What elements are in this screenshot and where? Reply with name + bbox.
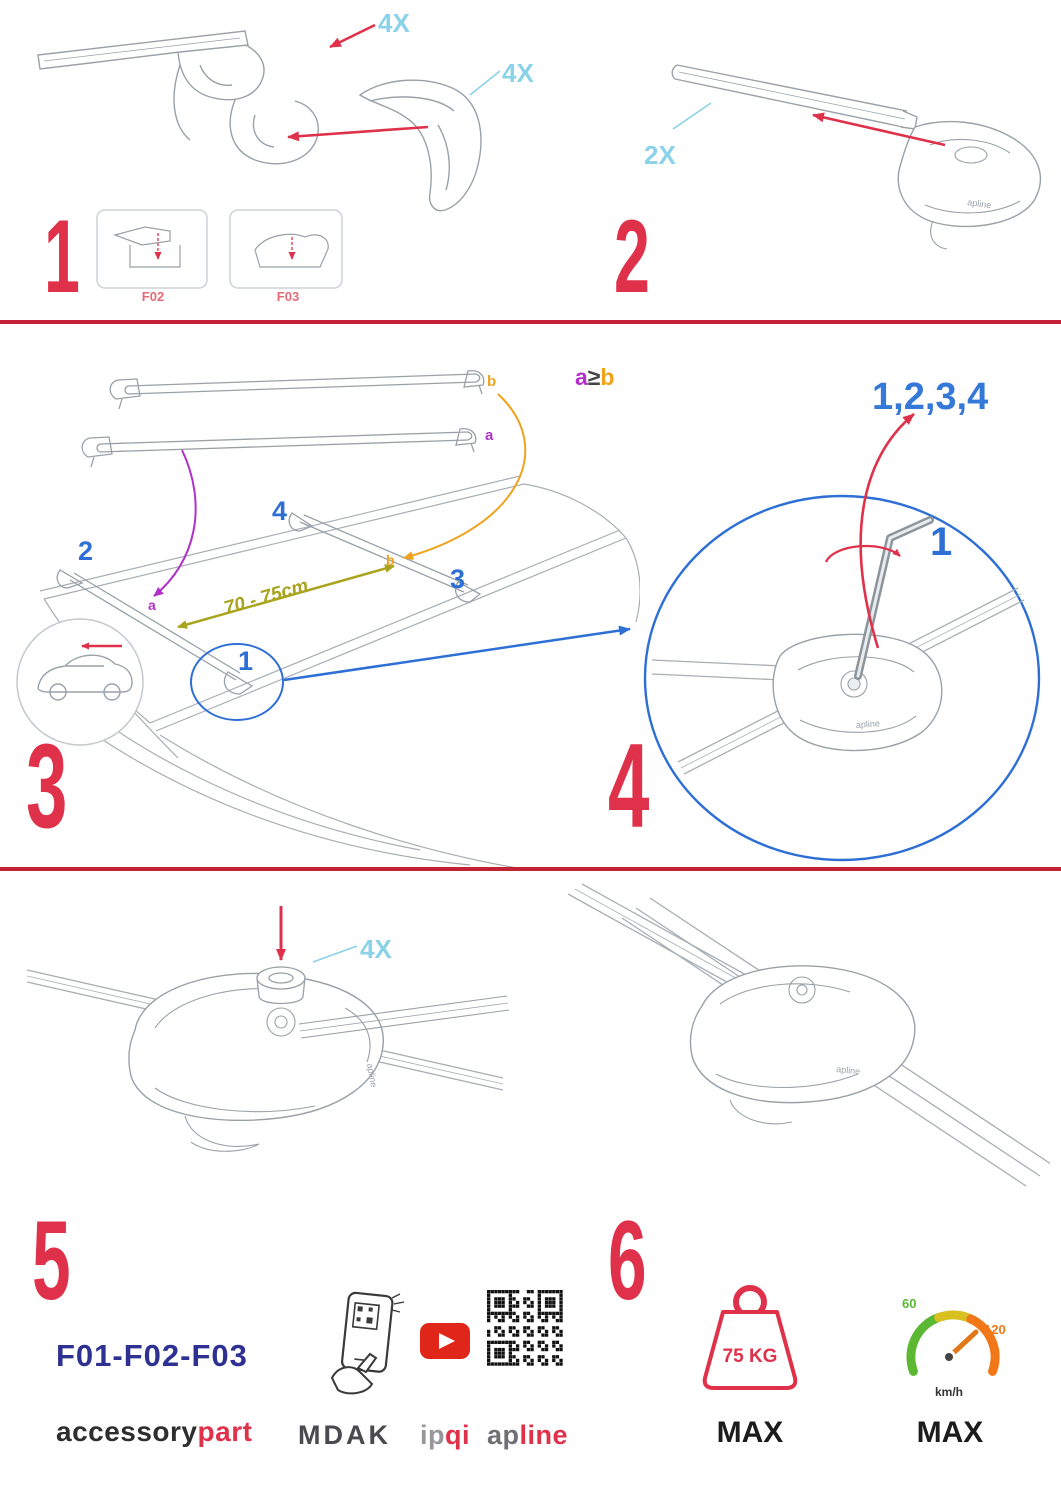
max-speed-label: MAX <box>916 1416 984 1449</box>
step5-diagram: apline <box>26 906 510 1152</box>
brand-apline: apline <box>487 1422 568 1449</box>
bar-b-label: b <box>487 373 497 390</box>
position-3: 3 <box>450 564 466 594</box>
divider-top <box>0 320 1061 324</box>
position-2: 2 <box>78 536 94 566</box>
step5-qty: 4X <box>360 934 392 964</box>
qr-code <box>486 1289 564 1367</box>
bar-a-label: a <box>485 427 494 444</box>
step6-diagram: apline <box>567 883 1050 1187</box>
brand-ip: ip <box>420 1420 445 1450</box>
position-1: 1 <box>238 646 254 676</box>
tighten-sequence: 1,2,3,4 <box>872 376 989 418</box>
roof-b-label: b <box>386 552 395 568</box>
model-codes: F01-F02-F03 <box>56 1338 248 1373</box>
speed-120-label: 120 <box>984 1322 1006 1337</box>
step3-number: 3 <box>26 719 67 853</box>
brand-line: line <box>519 1420 569 1450</box>
foot1-highlight-circle <box>190 643 284 721</box>
step4-diagram: apline <box>643 413 1041 862</box>
step2-diagram: apline <box>671 64 1042 250</box>
step4-number: 4 <box>608 719 649 853</box>
phone-scan-icon <box>330 1291 405 1395</box>
step2-red-arrow <box>812 112 946 147</box>
detail-link-arrow <box>283 625 631 682</box>
detail-circle <box>643 494 1041 862</box>
step1-part1-label: F02 <box>141 289 165 304</box>
step1-part2-label: F03 <box>276 289 300 304</box>
speed-unit-label: km/h <box>935 1385 963 1399</box>
tighten-first: 1 <box>930 520 953 564</box>
apline-mini-logo: apline <box>967 197 992 210</box>
brand-accessory: accessory <box>56 1416 198 1447</box>
rule-a: a <box>575 364 588 390</box>
max-weight-icon: 75 KG <box>702 1285 798 1390</box>
allen-key-icon <box>854 516 934 680</box>
step1-cyan-leader <box>469 70 501 96</box>
brand-mdak: MDAK <box>298 1420 391 1450</box>
step5-cyan-leader <box>312 945 358 963</box>
sequence-arrow <box>859 413 915 649</box>
apline-mini-logo: apline <box>836 1064 861 1076</box>
car-direction-inset <box>16 618 144 746</box>
apline-mini-logo: apline <box>855 718 880 730</box>
divider-bottom <box>0 867 1061 871</box>
step1-number: 1 <box>44 199 80 315</box>
step1-qty-side: 4X <box>502 58 534 88</box>
step3-diagram <box>16 370 640 868</box>
brand-ap: ap <box>487 1420 520 1450</box>
step2-number: 2 <box>614 199 650 315</box>
bar-a-guide-curve <box>153 449 197 597</box>
brand-part: part <box>197 1416 253 1447</box>
brand-qi: qi <box>445 1420 470 1450</box>
step1-part-boxes <box>96 209 343 289</box>
apline-mini-logo: apline <box>365 1063 379 1088</box>
cover-knob <box>256 966 306 1005</box>
step1-red-arrows <box>287 23 429 142</box>
brand-accessorypart: accessorypart <box>56 1418 252 1446</box>
rotate-arrow <box>824 544 901 563</box>
max-weight-value: 75 KG <box>723 1346 778 1367</box>
step1-qty-top: 4X <box>378 8 410 38</box>
rule-gte: ≥ <box>587 364 601 390</box>
step6-number: 6 <box>608 1198 647 1323</box>
rule-a-gte-b: a≥b <box>575 366 614 389</box>
roof-a-label: a <box>148 597 156 613</box>
speedometer-icon: 60 120 km/h <box>902 1296 1006 1399</box>
step2-qty: 2X <box>644 140 676 170</box>
youtube-icon <box>420 1323 470 1359</box>
bar-b-guide-curve <box>403 393 527 560</box>
distance-arrow <box>177 564 395 629</box>
rule-b: b <box>600 364 615 390</box>
speed-60-label: 60 <box>902 1296 916 1311</box>
step5-number: 5 <box>32 1198 71 1323</box>
position-4: 4 <box>272 496 288 526</box>
max-weight-label: MAX <box>716 1416 784 1449</box>
step1-diagram <box>37 23 501 289</box>
step2-cyan-leader <box>672 102 712 130</box>
brand-ipqi: ipqi <box>420 1422 470 1449</box>
